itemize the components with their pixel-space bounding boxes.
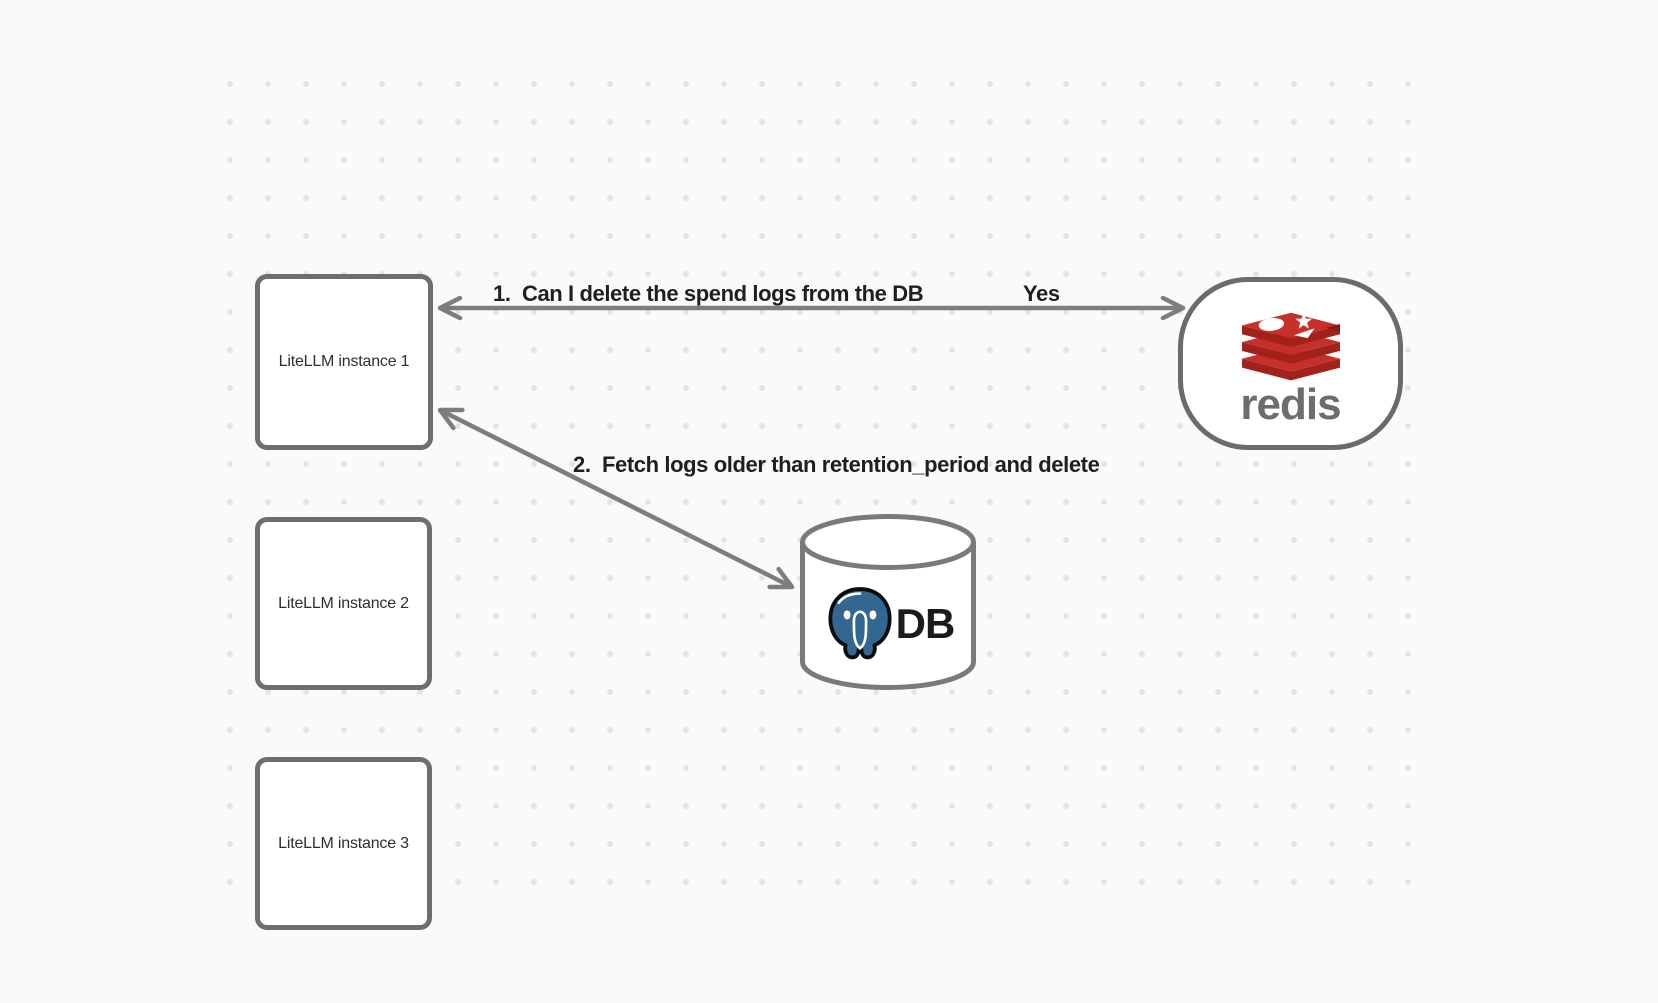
edge2-action-label: 2. Fetch logs older than retention_perio… <box>573 452 1100 477</box>
node-redis[interactable]: redis <box>1178 277 1403 450</box>
node-database[interactable]: DB <box>798 514 978 692</box>
postgresql-elephant-icon <box>828 587 892 660</box>
node-litellm-instance-3[interactable]: LiteLLM instance 3 <box>255 757 432 930</box>
arrow-litellm1-db[interactable] <box>437 407 795 590</box>
edge1-question-label: 1. Can I delete the spend logs from the … <box>493 281 924 306</box>
node-litellm-instance-1[interactable]: LiteLLM instance 1 <box>255 274 433 450</box>
node-label: LiteLLM instance 3 <box>278 834 409 852</box>
node-label: LiteLLM instance 1 <box>278 353 410 370</box>
node-litellm-instance-2[interactable]: LiteLLM instance 2 <box>255 517 432 690</box>
redis-cube-stack-icon <box>1241 312 1340 381</box>
db-content: DB <box>806 572 970 676</box>
db-label: DB <box>895 600 956 647</box>
edge1-reply-label: Yes <box>1023 281 1060 306</box>
node-label: LiteLLM instance 2 <box>278 594 409 612</box>
redis-wordmark: redis <box>1240 380 1341 429</box>
